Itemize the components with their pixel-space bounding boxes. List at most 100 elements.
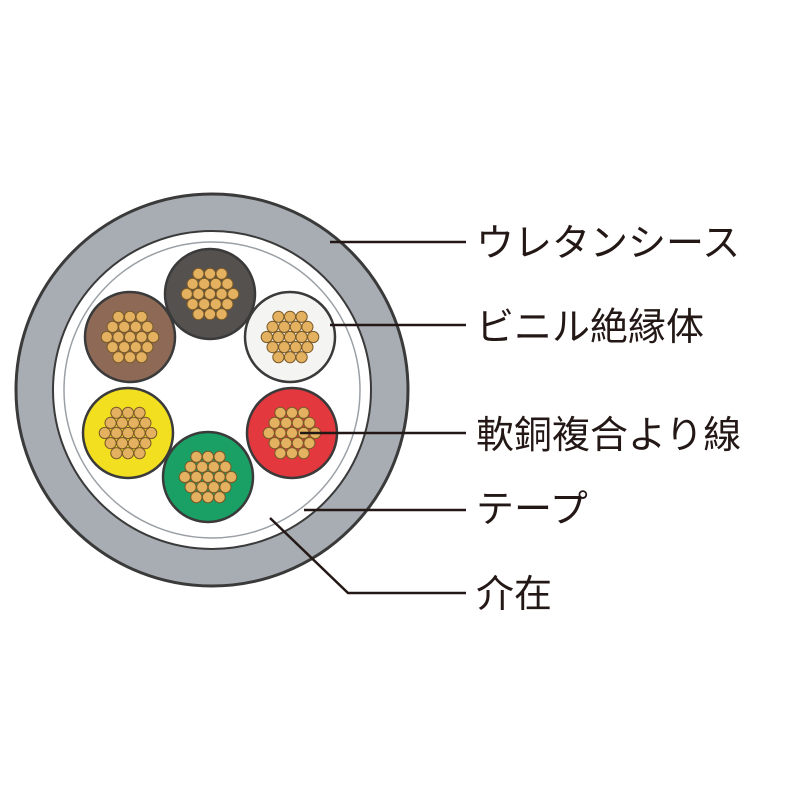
copper-strand — [178, 470, 191, 484]
copper-strand — [207, 460, 220, 473]
copper-strand — [192, 308, 205, 321]
copper-strand — [98, 426, 111, 440]
copper-strand — [266, 341, 279, 354]
copper-strand — [192, 267, 205, 280]
copper-strand — [190, 470, 203, 484]
copper-strand — [262, 426, 275, 440]
yellow-core — [81, 386, 175, 480]
copper-strand — [190, 450, 203, 463]
copper-strand — [213, 450, 226, 463]
copper-conductor — [262, 406, 322, 460]
copper-conductor — [98, 406, 158, 460]
copper-strand — [209, 298, 222, 311]
leader-lines — [269, 240, 466, 595]
copper-strand — [203, 287, 217, 301]
copper-strand — [112, 351, 125, 364]
green-core — [161, 430, 255, 524]
copper-strand — [135, 330, 148, 344]
copper-strand — [215, 267, 228, 280]
copper-strand — [190, 491, 203, 504]
copper-strand — [221, 298, 234, 311]
copper-strand — [110, 426, 123, 440]
copper-strand — [266, 320, 279, 333]
copper-strand — [198, 277, 211, 290]
copper-strand — [283, 351, 297, 364]
label-annealed-copper-stranded-wire: 軟銅複合より線 — [476, 413, 742, 457]
copper-strand — [133, 447, 146, 460]
copper-strand — [285, 447, 299, 460]
copper-strand — [116, 416, 129, 429]
copper-conductor — [260, 310, 320, 364]
copper-strand — [196, 481, 209, 494]
cores-group — [81, 247, 339, 524]
copper-strand — [186, 298, 199, 311]
copper-strand — [301, 341, 314, 354]
copper-strand — [213, 491, 226, 504]
copper-strand — [116, 437, 129, 450]
copper-strand — [295, 310, 308, 323]
copper-strand — [112, 310, 125, 323]
copper-strand — [295, 330, 308, 344]
copper-strand — [192, 287, 205, 301]
copper-strand — [135, 310, 148, 323]
copper-strand — [196, 460, 209, 473]
copper-strand — [145, 426, 158, 440]
copper-strand — [272, 330, 285, 344]
copper-strand — [219, 481, 232, 494]
copper-strand — [260, 330, 273, 344]
copper-strand — [100, 330, 113, 344]
copper-strand — [112, 330, 125, 344]
copper-strand — [225, 470, 238, 484]
copper-conductor — [100, 310, 160, 364]
copper-strand — [203, 308, 217, 321]
copper-strand — [201, 450, 215, 463]
copper-strand — [201, 470, 215, 484]
copper-strand — [147, 330, 160, 344]
copper-strand — [272, 310, 285, 323]
copper-strand — [118, 320, 131, 333]
copper-strand — [274, 406, 287, 419]
copper-strand — [121, 447, 135, 460]
label-filler: 介在 — [476, 572, 553, 616]
copper-strand — [209, 277, 222, 290]
copper-strand — [215, 308, 228, 321]
copper-strand — [301, 320, 314, 333]
copper-strand — [268, 416, 281, 429]
copper-strand — [307, 330, 320, 344]
copper-strand — [186, 277, 199, 290]
copper-strand — [106, 320, 119, 333]
copper-strand — [297, 406, 310, 419]
copper-conductor — [180, 267, 240, 321]
copper-strand — [285, 406, 299, 419]
copper-strand — [139, 416, 152, 429]
copper-strand — [118, 341, 131, 354]
copper-strand — [106, 341, 119, 354]
copper-strand — [127, 437, 140, 450]
copper-strand — [303, 416, 316, 429]
copper-strand — [110, 406, 123, 419]
copper-strand — [141, 341, 154, 354]
leader-line-filler — [269, 517, 466, 595]
copper-strand — [123, 351, 137, 364]
copper-strand — [198, 298, 211, 311]
copper-strand — [274, 426, 287, 440]
copper-strand — [121, 426, 135, 440]
copper-strand — [291, 437, 304, 450]
copper-strand — [127, 416, 140, 429]
copper-strand — [283, 330, 297, 344]
label-vinyl-insulation: ビニル絶縁体 — [476, 305, 705, 349]
copper-strand — [289, 320, 302, 333]
label-urethane-sheath: ウレタンシース — [476, 221, 741, 265]
copper-strand — [289, 341, 302, 354]
copper-strand — [104, 416, 117, 429]
copper-strand — [285, 426, 299, 440]
copper-strand — [141, 320, 154, 333]
copper-strand — [129, 320, 142, 333]
tape-inner-line — [63, 241, 361, 539]
copper-strand — [227, 287, 240, 301]
copper-strand — [207, 481, 220, 494]
copper-strand — [104, 437, 117, 450]
copper-strand — [133, 426, 146, 440]
black-core — [163, 247, 257, 341]
